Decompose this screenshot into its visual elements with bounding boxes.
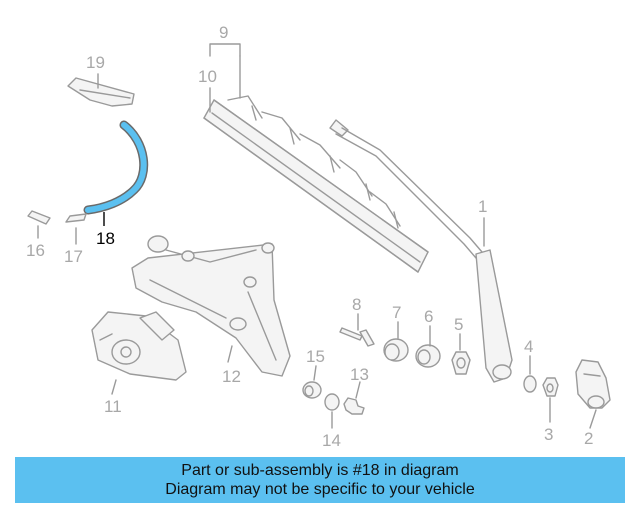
nut-part-5 bbox=[451, 351, 471, 375]
nut-part-14 bbox=[324, 393, 340, 411]
callout-3: 3 bbox=[544, 425, 553, 444]
callout-10: 10 bbox=[198, 67, 217, 86]
callout-18: 18 bbox=[96, 229, 115, 248]
exploded-parts-diagram: 9 10 19 1 18 16 17 8 7 6 5 4 15 13 12 11… bbox=[26, 23, 611, 450]
callout-12: 12 bbox=[222, 367, 241, 386]
banner-line-part: Part or sub-assembly is #18 in diagram bbox=[181, 462, 459, 479]
washer-part-4 bbox=[523, 375, 537, 393]
wiper-arm-part-1 bbox=[329, 119, 513, 383]
washer-hose-part-18 bbox=[83, 120, 149, 215]
callout-8: 8 bbox=[352, 295, 361, 314]
linkage-bracket-part-12 bbox=[131, 235, 291, 377]
bushing-part-7 bbox=[383, 338, 409, 362]
callout-13: 13 bbox=[350, 365, 369, 384]
callout-17: 17 bbox=[64, 247, 83, 266]
clip-part-16 bbox=[27, 210, 51, 225]
callout-7: 7 bbox=[392, 303, 401, 322]
part-info-banner: Part or sub-assembly is #18 in diagram D… bbox=[15, 457, 625, 503]
wiper-motor-part-11 bbox=[91, 311, 187, 381]
callout-15: 15 bbox=[306, 347, 325, 366]
bushing-part-6 bbox=[415, 344, 441, 368]
wiper-blade-part-10 bbox=[203, 95, 429, 273]
cap-part-2 bbox=[575, 359, 611, 409]
callout-1: 1 bbox=[478, 197, 487, 216]
callout-14: 14 bbox=[322, 431, 341, 450]
leader-lines bbox=[37, 43, 597, 429]
callout-5: 5 bbox=[454, 315, 463, 334]
bolt-part-13 bbox=[343, 397, 365, 415]
callout-16: 16 bbox=[26, 241, 45, 260]
bolt-part-8 bbox=[339, 327, 375, 347]
callout-11: 11 bbox=[104, 397, 122, 416]
callout-2: 2 bbox=[584, 429, 593, 448]
banner-line-disclaimer: Diagram may not be specific to your vehi… bbox=[165, 481, 475, 498]
highlighted-part-18 bbox=[85, 122, 147, 213]
bushing-part-15 bbox=[302, 381, 322, 399]
callout-6: 6 bbox=[424, 307, 433, 326]
callout-9: 9 bbox=[219, 23, 228, 42]
callout-4: 4 bbox=[524, 337, 533, 356]
clip-part-17 bbox=[65, 213, 87, 223]
callout-19: 19 bbox=[86, 53, 105, 72]
nut-part-3 bbox=[542, 377, 559, 397]
arm-cap-part-19 bbox=[67, 77, 135, 107]
